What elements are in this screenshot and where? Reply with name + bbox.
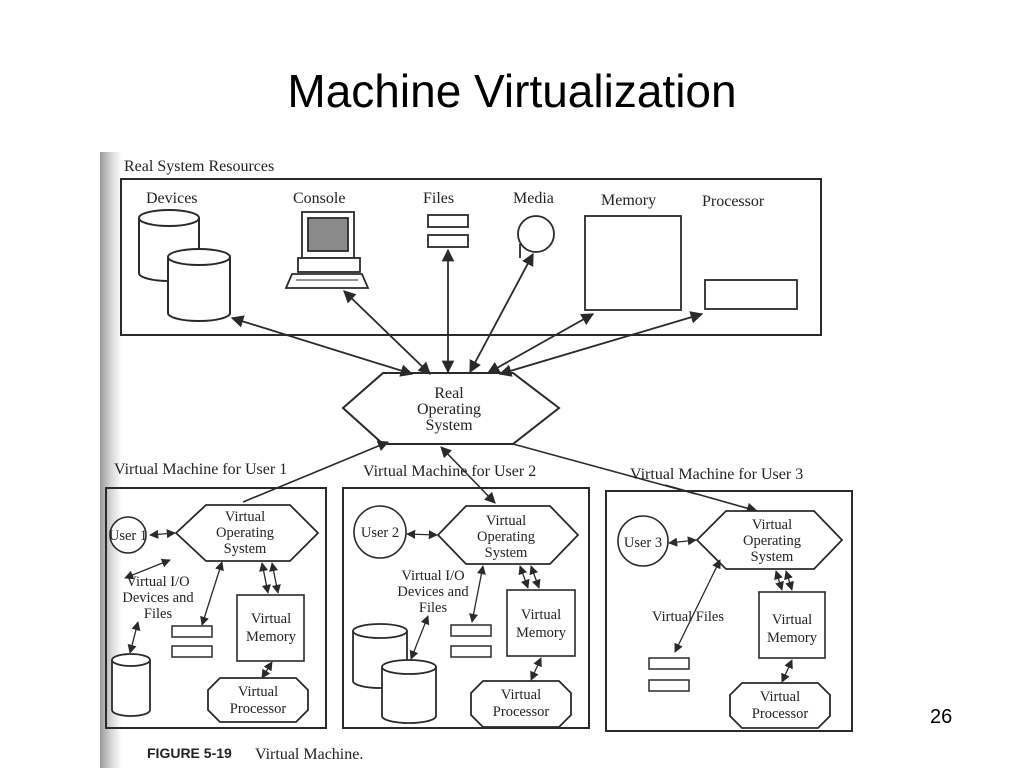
vm1-processor-line-1: Virtual <box>238 684 278 700</box>
vm3-box <box>605 490 853 732</box>
vm1-memory-line-1: Virtual <box>251 611 291 627</box>
vm3-vos-line-1: Virtual <box>752 517 792 533</box>
vm1-io-line-1: Virtual I/O <box>126 574 189 590</box>
vm2-io-line-2: Devices and <box>397 584 469 600</box>
resource-arrows <box>230 248 704 377</box>
real-os-line-3: System <box>425 417 473 434</box>
figure-caption-text: Virtual Machine. <box>255 746 363 763</box>
vm2-io-line-3: Files <box>419 600 448 616</box>
vm3-memory-line-1: Virtual <box>772 612 812 628</box>
vm1-device-icon <box>111 653 151 717</box>
figure-caption-number: FIGURE 5-19 <box>147 745 232 761</box>
vm2-processor-octagon <box>470 680 572 728</box>
vm2-vos-hexagon <box>436 505 580 565</box>
vm1-io-line-3: Files <box>144 606 173 622</box>
vm1-title: Virtual Machine for User 1 <box>114 461 287 478</box>
vm-connection-arrows <box>242 440 759 514</box>
vm2-files-icon <box>450 624 492 658</box>
vm2-vos-line-1: Virtual <box>486 513 526 529</box>
vm3-memory-line-2: Memory <box>767 630 818 646</box>
vm1-box <box>105 487 327 729</box>
media-label: Media <box>513 190 554 207</box>
vm1-memory-line-2: Memory <box>246 629 297 645</box>
vm3-vos-line-3: System <box>751 549 794 565</box>
vm1-memory-box <box>236 594 305 662</box>
vm3-processor-line-1: Virtual <box>760 689 800 705</box>
vm2-processor-line-1: Virtual <box>501 687 541 703</box>
vm2-arrows <box>406 529 542 681</box>
real-os-line-2: Operating <box>417 401 481 418</box>
vm1-user-label: User 1 <box>109 528 147 544</box>
vm2-user-label: User 2 <box>361 525 399 541</box>
vm1-user-circle <box>109 516 147 554</box>
vm1-vos-line-1: Virtual <box>225 509 265 525</box>
vm2-box <box>342 487 590 729</box>
vm2-memory-line-2: Memory <box>516 625 567 641</box>
real-os-line-1: Real <box>434 385 464 402</box>
vm3-title: Virtual Machine for User 3 <box>630 466 803 483</box>
devices-label: Devices <box>146 190 198 207</box>
vm3-files-icon <box>648 657 690 692</box>
vm2-vos-line-2: Operating <box>477 529 535 545</box>
vm1-vos-line-3: System <box>224 541 267 557</box>
vm3-user-circle <box>617 515 669 567</box>
vm3-user-label: User 3 <box>624 535 662 551</box>
vm1-processor-line-2: Processor <box>230 701 287 717</box>
vm2-io-line-1: Virtual I/O <box>401 568 464 584</box>
console-label: Console <box>293 190 345 207</box>
vm2-devices-icon <box>352 623 437 724</box>
vm2-processor-line-2: Processor <box>493 704 550 720</box>
vm2-memory-line-1: Virtual <box>521 607 561 623</box>
vm3-vos-hexagon <box>695 510 844 570</box>
files-label: Files <box>423 190 454 207</box>
vm3-processor-octagon <box>729 682 831 729</box>
slide-title: Machine Virtualization <box>287 65 737 117</box>
vm3-vos-line-2: Operating <box>743 533 801 549</box>
real-resources-title: Real System Resources <box>124 158 274 175</box>
memory-label: Memory <box>601 192 656 209</box>
vm1-io-line-2: Devices and <box>122 590 194 606</box>
processor-label: Processor <box>702 193 765 210</box>
vm2-vos-line-3: System <box>485 545 528 561</box>
devices-icon <box>138 209 231 322</box>
console-icon <box>284 211 370 289</box>
vm3-arrows <box>668 536 794 683</box>
media-icon <box>517 215 555 258</box>
memory-icon <box>584 215 682 311</box>
vm1-vos-line-2: Operating <box>216 525 274 541</box>
processor-icon <box>704 279 798 310</box>
page-number: 26 <box>930 706 953 728</box>
vm1-processor-octagon <box>207 677 309 723</box>
vm3-processor-line-2: Processor <box>752 706 809 722</box>
vm2-user-circle <box>353 505 407 559</box>
vm2-title: Virtual Machine for User 2 <box>363 463 536 480</box>
vm2-memory-box <box>506 589 576 657</box>
files-icon <box>427 214 469 248</box>
vm3-memory-box <box>758 591 826 659</box>
vm1-arrows <box>124 529 281 679</box>
vm1-files-icon <box>171 625 213 658</box>
vm1-vos-hexagon <box>174 504 320 562</box>
vm3-files-label: Virtual Files <box>652 609 724 625</box>
